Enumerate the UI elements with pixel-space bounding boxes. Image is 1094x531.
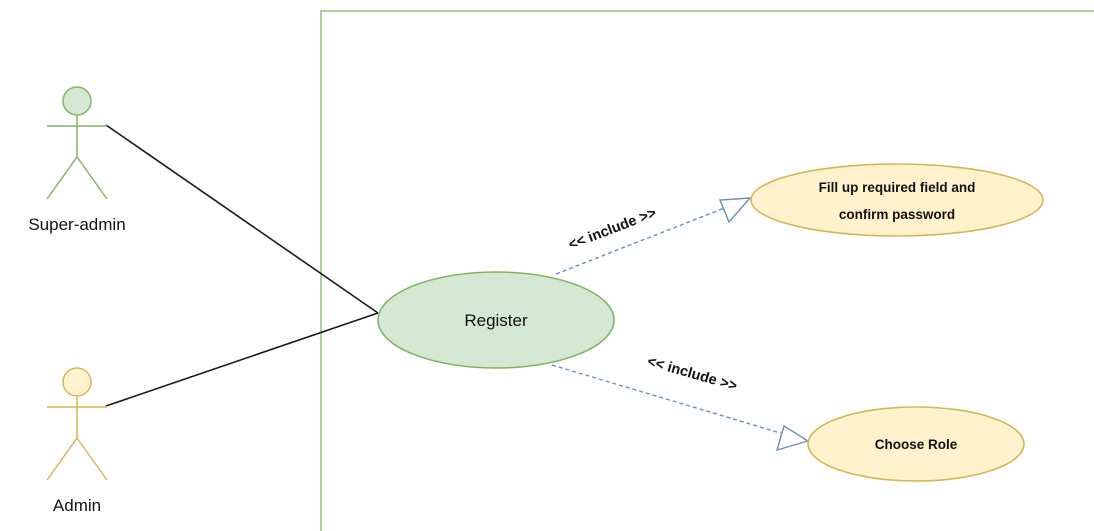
actor-admin[interactable]: Admin [46, 367, 108, 515]
use-case-register[interactable]: Register [377, 271, 615, 369]
use-case-label-line-1: Fill up required field and [819, 180, 976, 195]
use-case-fill-up-required-field[interactable]: Fill up required field and confirm passw… [750, 163, 1044, 237]
stick-figure-icon [46, 367, 108, 481]
use-case-label: Choose Role [875, 437, 958, 452]
use-case-ellipse [807, 406, 1025, 482]
actor-super-admin[interactable]: Super-admin [28, 86, 126, 234]
association-super-admin-register [105, 124, 379, 314]
actor-label: Admin [53, 496, 101, 515]
use-case-ellipse [377, 271, 615, 369]
use-case-choose-role[interactable]: Choose Role [807, 406, 1025, 482]
include-arrowhead [718, 197, 752, 224]
include-line [551, 364, 788, 436]
include-relation-fill-up: << include >> [555, 197, 752, 275]
include-label: << include >> [645, 354, 739, 395]
use-case-ellipse [750, 163, 1044, 237]
use-case-label: Register [464, 311, 528, 330]
use-case-label-line-2: confirm password [839, 207, 955, 222]
association-admin-register [105, 312, 379, 407]
stick-figure-icon [46, 86, 108, 200]
system-boundary [320, 10, 1094, 531]
include-line [555, 206, 728, 275]
include-arrowhead [775, 424, 810, 452]
include-relation-choose-role: << include >> [551, 354, 810, 452]
actor-label: Super-admin [28, 215, 125, 234]
include-label: << include >> [566, 205, 658, 253]
